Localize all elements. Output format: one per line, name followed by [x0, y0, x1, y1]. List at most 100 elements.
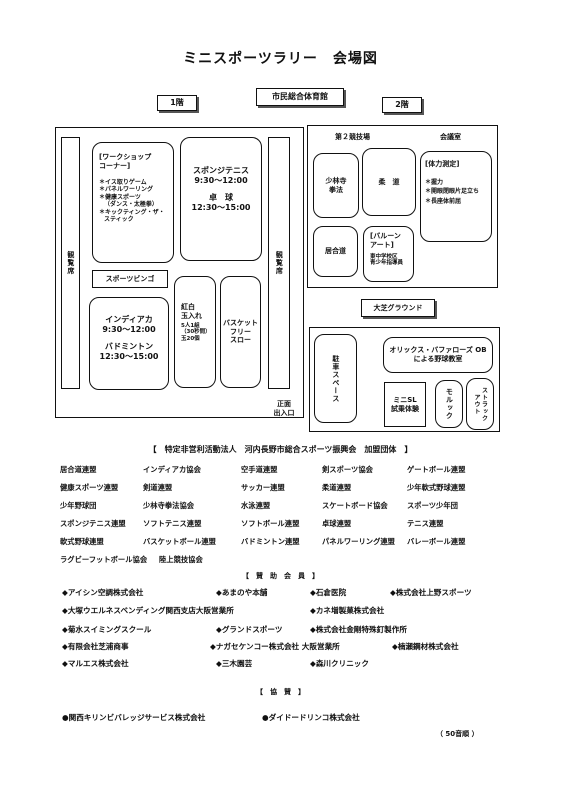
- struck-out-label: ストラック アウト: [473, 386, 488, 422]
- organizer-item: 少年軟式野球連盟: [407, 483, 466, 492]
- fitness-item: ＊握力: [425, 178, 444, 186]
- sponsor-item: ◆楠瀬鋼材株式会社: [392, 642, 459, 651]
- ground-label: 大芝グラウンド: [361, 299, 435, 317]
- organizer-item: ソフトテニス連盟: [143, 519, 202, 528]
- struck-out-area: ストラック アウト: [466, 378, 494, 430]
- venue-label: 市民総合体育館: [256, 88, 344, 106]
- organizer-item: インディアカ協会: [143, 465, 201, 474]
- sponsor-item: ◆石倉医院: [310, 588, 347, 597]
- fitness-test-area: [体力測定] ＊握力 ＊開眼閉眼片足立ち ＊長座体前屈: [420, 151, 492, 242]
- organizers-list: 居合道連盟 インディアカ協会 空手道連盟 剣スポーツ協会 ゲートボール連盟 健康…: [0, 465, 561, 565]
- organizer-item: 少林寺拳法協会: [143, 501, 195, 510]
- sponsors-header: 【 賛 助 会 員 】: [242, 572, 319, 580]
- sponsor-item: ◆アイシン空調株式会社: [62, 588, 144, 597]
- free-throw-area: バスケット フリー スロー: [220, 276, 261, 388]
- workshop-item: ＊健康スポーツ: [99, 193, 141, 201]
- organizer-item: スポーツ少年団: [407, 501, 458, 510]
- sponsor-item: ◆菊水スイミングスクール: [62, 625, 152, 634]
- mini-sl-ride: ミニSL 試乗体験: [384, 382, 426, 427]
- organizer-item: 剣道連盟: [143, 483, 173, 492]
- molkky-area: モルック: [435, 380, 463, 428]
- sponge-tennis-time: 9:30～12:00: [194, 176, 248, 186]
- table-tennis-time: 12:30～15:00: [191, 203, 251, 213]
- sponsor-item: ◆あまのや本舗: [216, 588, 268, 597]
- organizer-item: 陸上競技協会: [159, 555, 203, 564]
- baseball-clinic: オリックス・バファローズ OB による野球教室: [383, 337, 493, 373]
- workshop-item: ＊パネルワーリング: [99, 186, 154, 193]
- fitness-title: [体力測定]: [425, 160, 460, 168]
- workshop-item: ＊イス取りゲーム: [99, 178, 147, 186]
- organizer-item: テニス連盟: [407, 519, 444, 528]
- supporters-header: 【 協 賛 】: [256, 688, 305, 696]
- indiaca-name: インディアカ: [105, 315, 153, 324]
- indiaca-court: インディアカ 9:30～12:00 バドミントン 12:30～15:00: [89, 297, 169, 390]
- badminton-time: 12:30～15:00: [99, 352, 159, 362]
- meeting-room-label: 会議室: [440, 133, 461, 141]
- sponsor-item: ◆森川クリニック: [310, 659, 369, 668]
- organizer-item: 軟式野球連盟: [60, 537, 104, 546]
- indiaca-time: 9:30～12:00: [102, 325, 156, 335]
- organizer-item: 居合道連盟: [60, 465, 97, 474]
- sports-bingo: スポーツビンゴ: [92, 270, 168, 288]
- sponsor-item: ◆有限会社芝浦商事: [62, 642, 129, 651]
- workshop-item: スティック: [104, 216, 134, 223]
- hall2-label: 第２競技場: [335, 133, 370, 141]
- organizer-item: ラグビーフットボール協会: [60, 555, 148, 564]
- sponsor-item: ◆大塚ウエルネスベンディング関西支店大阪営業所: [62, 606, 234, 615]
- badminton-name: バドミントン: [104, 341, 154, 351]
- organizer-item: バドミントン連盟: [241, 537, 300, 546]
- sponsor-item: ◆マルエス株式会社: [62, 659, 129, 668]
- workshop-item: （ダンス・太極拳）: [104, 201, 158, 208]
- balloon-art-area: [バルーン アート] 東中学校区 青少年指導員: [363, 226, 414, 282]
- sponsor-item: ◆株式会社上野スポーツ: [390, 588, 472, 597]
- workshop-corner: [ワークショップ コーナー] ＊イス取りゲーム ＊パネルワーリング ＊健康スポー…: [92, 142, 174, 263]
- organizer-item: 水泳連盟: [241, 501, 271, 510]
- left-seats: 観覧席: [61, 137, 80, 389]
- workshop-item: ＊キックティング・ザ・: [99, 208, 165, 216]
- floor2-label: 2階: [382, 97, 422, 113]
- organizer-item: バレーボール連盟: [407, 537, 466, 546]
- sponsor-item: ◆カネ増製菓株式会社: [310, 606, 385, 615]
- floor1-label: 1階: [157, 95, 197, 111]
- balloon-title: [バルーン アート]: [370, 232, 401, 249]
- main-entrance: 正面 出入口: [273, 400, 295, 417]
- organizer-item: 少年野球団: [60, 501, 97, 510]
- ball-toss-area: 紅白 玉入れ 5人1組 （30秒間） 玉20個: [174, 276, 216, 388]
- organizer-item: 剣スポーツ協会: [322, 465, 373, 474]
- balloon-sub: 東中学校区 青少年指導員: [370, 253, 404, 267]
- organizer-item: サッカー連盟: [241, 483, 285, 492]
- organizer-item: 卓球連盟: [322, 519, 352, 528]
- organizer-item: バスケットボール連盟: [143, 537, 216, 546]
- fitness-item: ＊開眼閉眼片足立ち: [425, 188, 480, 196]
- iaido-area: 居合道: [313, 226, 358, 277]
- supporter-item: ●関西キリンビバレッジサービス株式会社: [62, 713, 206, 722]
- sponsors-list: ◆アイシン空調株式会社 ◆あまのや本舗 ◆石倉医院 ◆株式会社上野スポーツ ◆大…: [0, 587, 561, 668]
- sponsor-item: ◆ナガセケンコー株式会社 大阪営業所: [210, 642, 340, 651]
- organizers-header: 【 特定非営利活動法人 河内長野市総合スポーツ振興会 加盟団体 】: [148, 445, 413, 454]
- organizer-item: スポンジテニス連盟: [60, 519, 126, 528]
- organizer-item: ソフトボール連盟: [241, 519, 300, 528]
- parking-area: 駐車スペース: [314, 334, 357, 423]
- page-title: ミニスポーツラリー 会場図: [183, 51, 378, 67]
- ball-toss-note: 5人1組 （30秒間） 玉20個: [181, 322, 211, 343]
- sponsor-item: ◆三木園芸: [216, 659, 253, 668]
- organizer-item: ゲートボール連盟: [407, 465, 466, 474]
- organizer-item: パネルワーリング連盟: [322, 537, 395, 546]
- sponge-tennis-court: スポンジテニス 9:30～12:00 卓 球 12:30～15:00: [180, 137, 262, 261]
- sponsor-item: ◆グランドスポーツ: [216, 625, 283, 634]
- supporter-item: ●ダイドードリンコ株式会社: [262, 713, 360, 722]
- right-seats: 観覧席: [268, 137, 290, 389]
- table-tennis-name: 卓 球: [209, 192, 233, 202]
- sponsor-item: ◆株式会社金剛特殊釘製作所: [310, 625, 407, 634]
- footer-note: （ 50音順 ）: [436, 730, 479, 738]
- sponge-tennis-name: スポンジテニス: [193, 166, 249, 175]
- fitness-item: ＊長座体前屈: [425, 197, 462, 205]
- organizer-item: 空手道連盟: [241, 465, 278, 474]
- ball-toss-name: 紅白 玉入れ: [181, 303, 202, 320]
- judo-area: 柔 道: [362, 148, 416, 216]
- organizer-item: 健康スポーツ連盟: [60, 483, 119, 492]
- organizer-item: スケートボード協会: [322, 501, 388, 510]
- workshop-title: [ワークショップ コーナー]: [99, 153, 152, 170]
- shorinji-area: 少林寺 拳法: [313, 153, 359, 218]
- organizer-item: 柔道連盟: [322, 483, 352, 492]
